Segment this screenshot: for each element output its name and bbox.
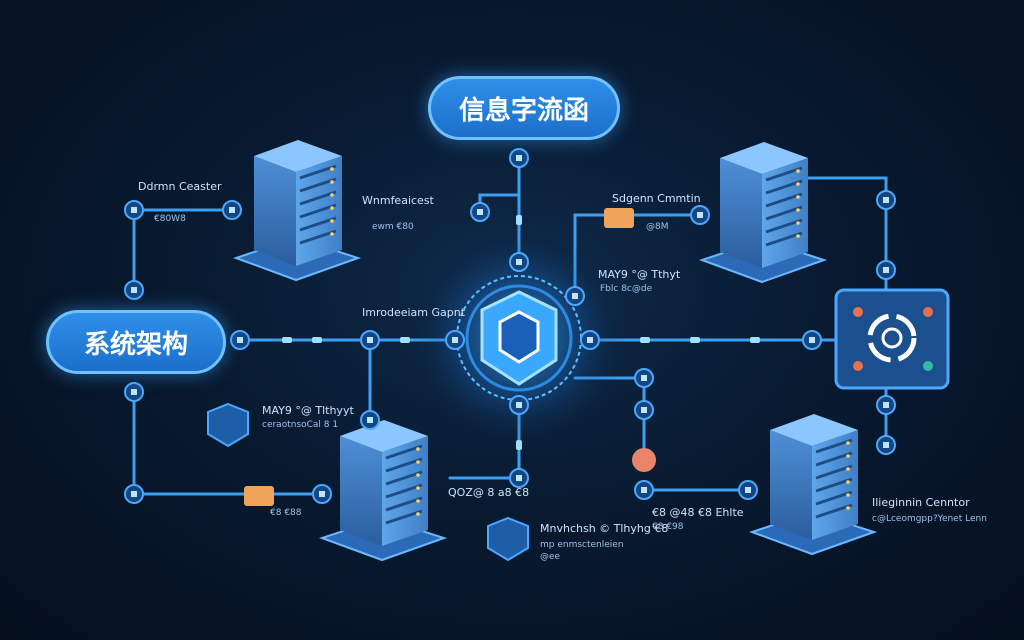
connector-node-glyph-26 [516, 259, 522, 265]
label-bcm-1: Mnvhchsh © Tlhyhg €8 [540, 522, 669, 535]
connector-node-glyph-0 [516, 155, 522, 161]
server-bottom-right-icon[interactable] [748, 414, 878, 556]
connector-node-glyph-12 [131, 389, 137, 395]
label-bl-1: €8 €88 [270, 508, 302, 518]
connector-node-glyph-17 [641, 375, 647, 381]
label-brr-2: c@Lceomgpp?Yenet Lenn [872, 514, 987, 524]
connector-node-glyph-15 [367, 337, 373, 343]
label-r-1: MAY9 °@ Tthyt [598, 268, 681, 281]
title-top: 信息字流函 [458, 95, 589, 126]
sync-core-icon [881, 327, 903, 349]
connector-node-glyph-4 [237, 337, 243, 343]
status-dot-teal [923, 361, 933, 371]
title-left: 系统架构 [83, 329, 188, 360]
label-br-1: €8 @48 €8 Ehlte [652, 506, 744, 519]
status-dot-red-2 [923, 307, 933, 317]
connector-node-glyph-8 [477, 209, 483, 215]
label-bc-1: QOZ@ 8 a8 €8 [448, 486, 530, 499]
orange-tag-2[interactable] [244, 486, 274, 506]
label-brr-1: Ilieginnin Cenntor [872, 496, 970, 509]
connector-node-glyph-20 [745, 487, 751, 493]
connector-node-glyph-16 [367, 417, 373, 423]
connector-node-glyph-24 [516, 402, 522, 408]
label-bcm-3: @ee [540, 552, 561, 562]
connector-node-glyph-13 [131, 491, 137, 497]
title-top-pill: 信息字流函 [428, 76, 620, 140]
connector-node-glyph-2 [229, 207, 235, 213]
label-br-2: €8 €98 [652, 522, 684, 532]
alert-node[interactable] [632, 448, 656, 472]
connector-node-glyph-10 [883, 197, 889, 203]
hub-core-icon [498, 310, 540, 364]
security-shield-icon[interactable] [207, 402, 249, 448]
label-c-1: Imrodeeiam Gapnt [362, 306, 466, 319]
connector-node-glyph-11 [883, 267, 889, 273]
connector-node-glyph-6 [587, 337, 593, 343]
label-r-2: Fblc 8c@de [600, 284, 653, 294]
security-shield-icon-2[interactable] [487, 516, 529, 562]
connector-node-glyph-9 [572, 293, 578, 299]
connector-node-glyph-18 [641, 407, 647, 413]
label-tc-2: ewm €80 [372, 222, 414, 232]
status-dot-red-3 [853, 361, 863, 371]
connector-node-glyph-23 [516, 475, 522, 481]
status-dot-red [853, 307, 863, 317]
connector-node-glyph-25 [697, 212, 703, 218]
connector-node-glyph-21 [883, 402, 889, 408]
connector-node-glyph-5 [452, 337, 458, 343]
label-ml-1: MAY9 °@ Tlthyyt [262, 404, 354, 417]
label-bcm-2: mp enmsctenleien [540, 540, 624, 550]
hub-ring [465, 284, 573, 392]
connector-node-glyph-7 [809, 337, 815, 343]
label-tl-2: €80W8 [154, 214, 186, 224]
monitor-panel[interactable] [834, 288, 950, 390]
label-tl-1: Ddrmn Ceaster [138, 180, 222, 193]
label-tr-1: Sdgenn Cmmtin [612, 192, 701, 205]
label-ml-2: ceraotnsoCal 8 1 [262, 420, 339, 430]
server-top-right-icon[interactable] [698, 142, 828, 284]
label-tc-1: Wnmfeaicest [362, 194, 434, 207]
sync-icon [867, 313, 917, 363]
label-tr-2: @8M [646, 222, 669, 232]
connector-node-glyph-19 [641, 487, 647, 493]
connector-node-glyph-1 [131, 207, 137, 213]
connector-node-glyph-22 [883, 442, 889, 448]
connector-node-glyph-14 [319, 491, 325, 497]
server-top-left-icon[interactable] [232, 140, 362, 282]
connector-node-glyph-3 [131, 287, 137, 293]
title-left-pill: 系统架构 [46, 310, 226, 374]
server-bottom-left-icon[interactable] [318, 420, 448, 562]
orange-tag[interactable] [604, 208, 634, 228]
